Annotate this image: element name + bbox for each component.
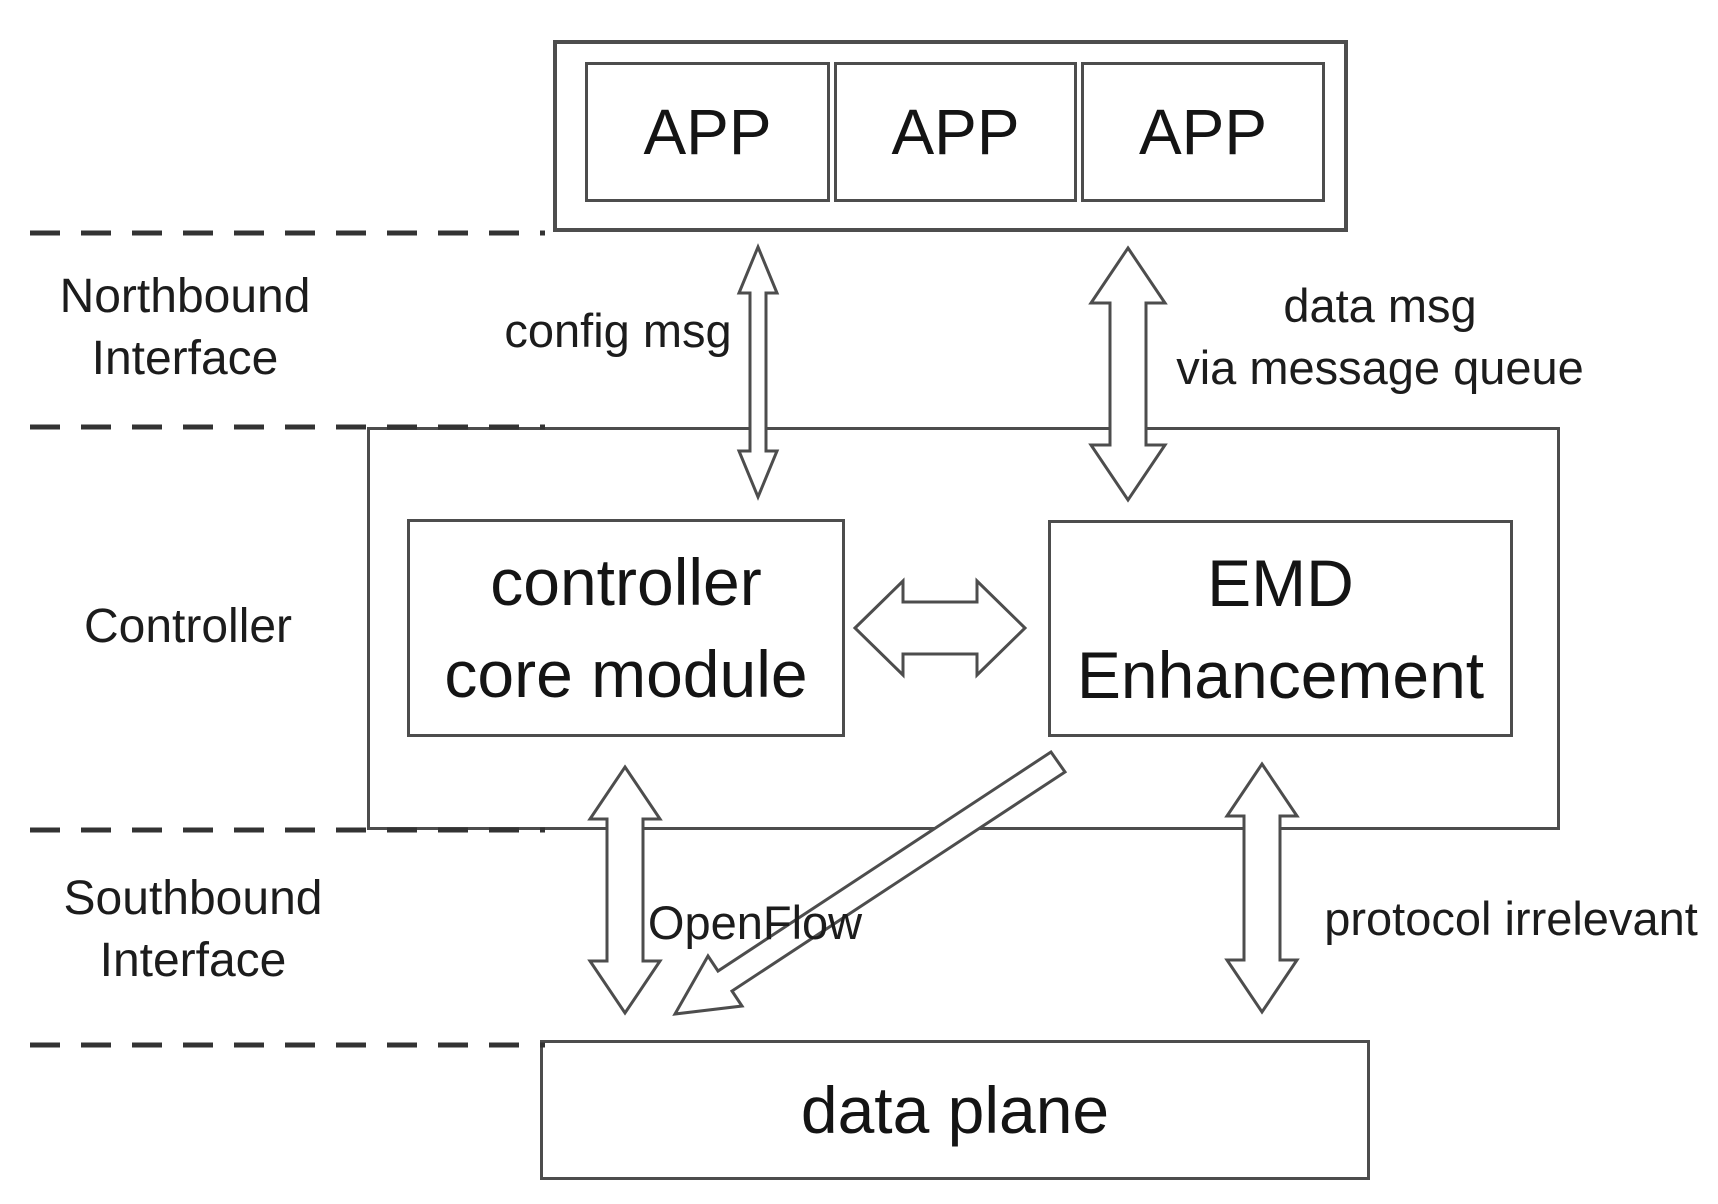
southbound-label-line2: Interface [99, 934, 287, 987]
emd-line2: Enhancement [1076, 637, 1485, 712]
app-label-3: APP [1138, 96, 1268, 168]
core-emd-double-arrow-icon [852, 577, 1028, 679]
data-plane-label: data plane [800, 1073, 1110, 1147]
protocol-irrelevant-label: protocol irrelevant [1324, 892, 1698, 945]
app-label-1: APP [643, 96, 772, 168]
app-box-2: APP [834, 62, 1077, 202]
data-msg-label-line2: via message queue [1176, 341, 1584, 394]
southbound-interface-label: Southbound Interface [64, 868, 323, 992]
northbound-label-line2: Interface [91, 332, 279, 385]
protocol-irrelevant-double-arrow-icon [1224, 761, 1300, 1015]
controller-core-line2: core module [444, 637, 808, 711]
emd-enhancement-box: EMD Enhancement [1048, 520, 1513, 737]
openflow-label: OpenFlow [647, 896, 863, 949]
southbound-label-line1: Southbound [63, 872, 323, 925]
app-box-1: APP [585, 62, 830, 202]
app-box-3: APP [1081, 62, 1325, 202]
controller-core-module-box: controller core module [407, 519, 845, 737]
config-msg-double-arrow-icon [736, 243, 780, 501]
controller-core-line1: controller [490, 545, 762, 619]
northbound-interface-label: Northbound Interface [60, 266, 311, 390]
app-label-2: APP [891, 96, 1020, 168]
config-msg-label: config msg [504, 304, 732, 357]
data-msg-double-arrow-icon [1088, 245, 1168, 503]
emd-to-dataplane-arrow-icon [672, 749, 1068, 1016]
openflow-double-arrow-icon [587, 764, 663, 1016]
data-msg-label: data msg via message queue [1176, 275, 1584, 399]
northbound-label-line1: Northbound [59, 270, 311, 323]
controller-layer-label: Controller [83, 600, 293, 653]
data-plane-box: data plane [540, 1040, 1370, 1180]
data-msg-label-line1: data msg [1283, 279, 1477, 332]
app-container-box: APP APP APP [553, 40, 1348, 232]
emd-line1: EMD [1207, 545, 1354, 620]
